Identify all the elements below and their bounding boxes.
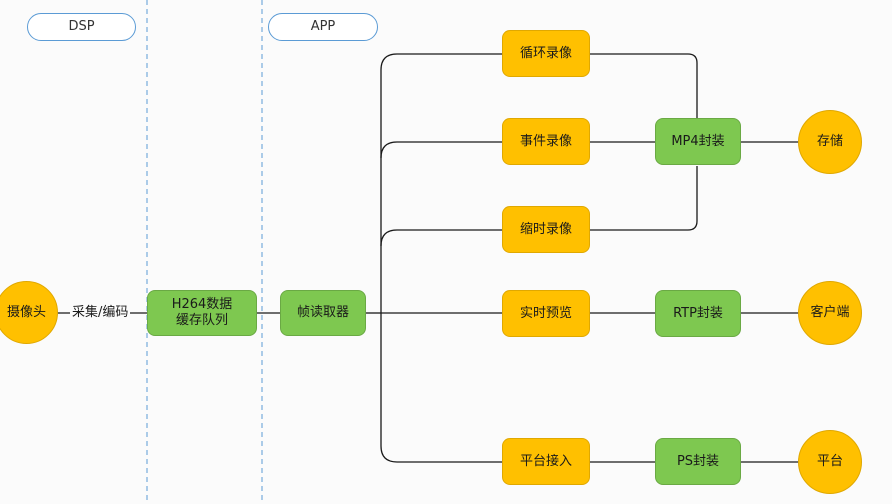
- edge-bus: [380, 53, 502, 463]
- node-frame-reader: 帧读取器: [280, 290, 366, 336]
- node-loop-record: 循环录像: [502, 30, 590, 77]
- node-event-record: 事件录像: [502, 118, 590, 165]
- node-mp4-package: MP4封装: [655, 118, 741, 165]
- edge-bus-event: [380, 141, 502, 159]
- node-h264-queue: H264数据 缓存队列: [147, 290, 257, 336]
- edge-timelapse-mp4: [590, 166, 698, 231]
- node-platform: 平台: [798, 430, 862, 494]
- lane-label-app: APP: [268, 13, 378, 41]
- node-client: 客户端: [798, 281, 862, 345]
- node-rtp-package: RTP封装: [655, 290, 741, 337]
- node-live-preview: 实时预览: [502, 290, 590, 337]
- node-camera: 摄像头: [0, 281, 58, 344]
- edge-loop-mp4: [590, 53, 698, 118]
- node-ps-package: PS封装: [655, 438, 741, 485]
- edge-bus-timelapse: [380, 229, 502, 247]
- edge-label-capture-encode: 采集/编码: [70, 305, 131, 321]
- lane-label-dsp: DSP: [27, 13, 136, 41]
- node-storage: 存储: [798, 110, 862, 174]
- node-platform-access: 平台接入: [502, 438, 590, 485]
- node-timelapse-record: 缩时录像: [502, 206, 590, 253]
